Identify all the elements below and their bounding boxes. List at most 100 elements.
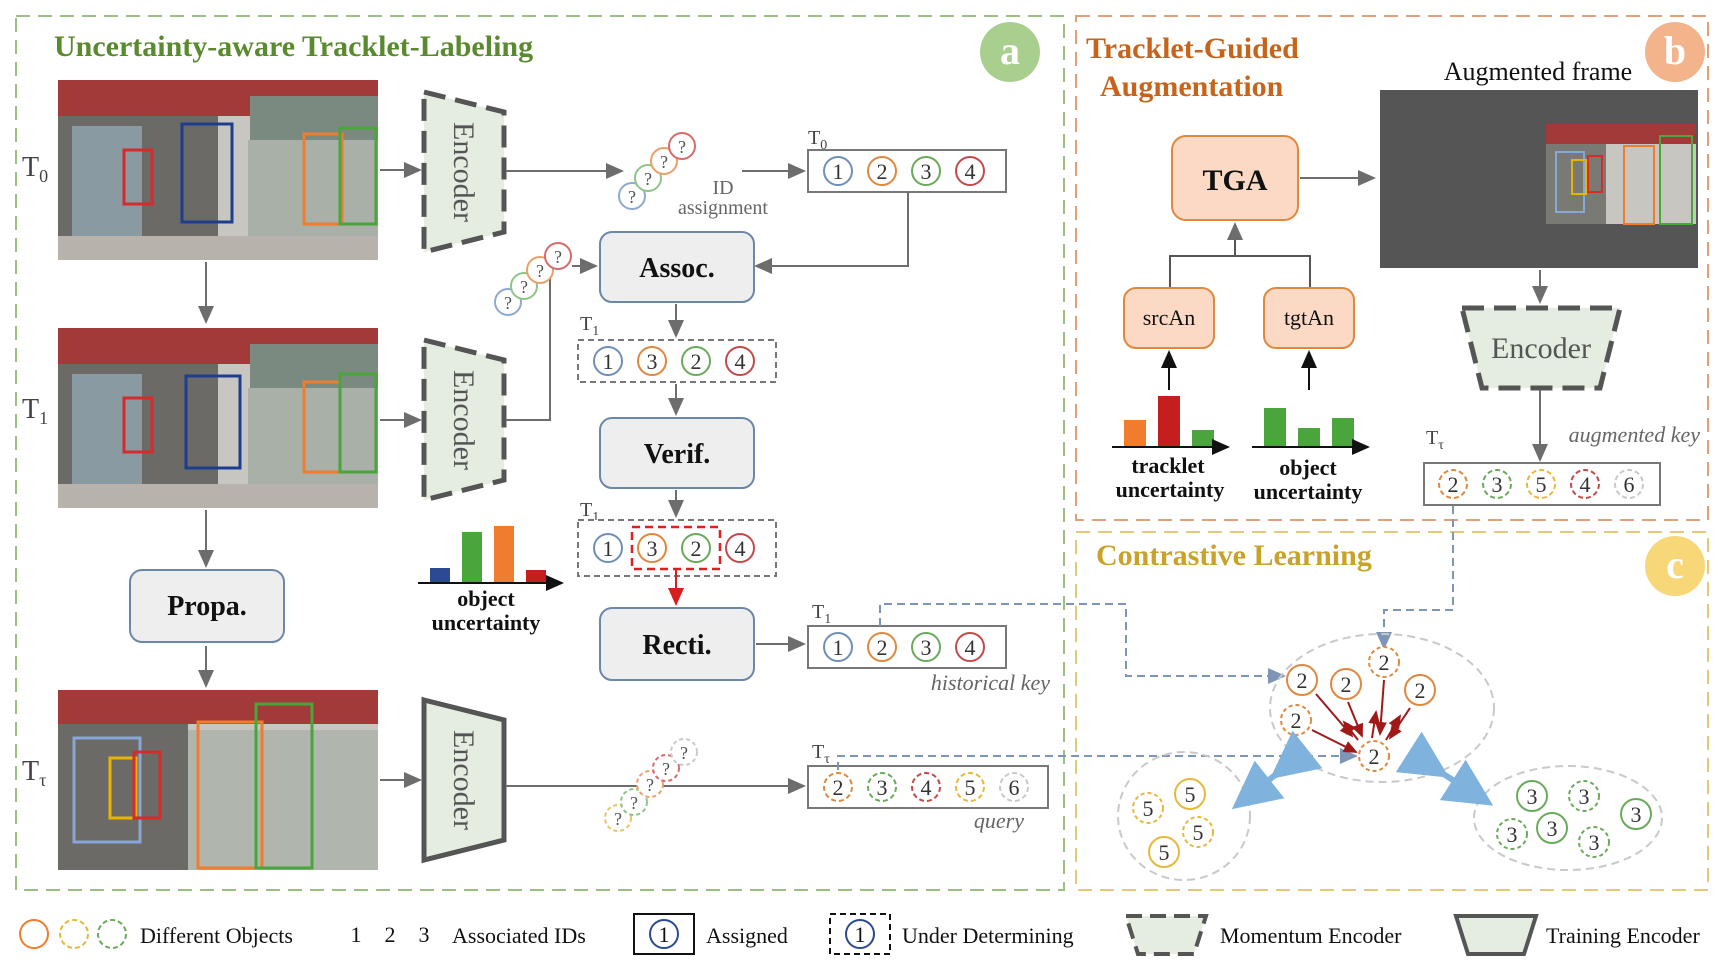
augmented-frame-image	[1380, 90, 1698, 268]
encoder-t0: Encoder	[421, 88, 507, 256]
svg-text:2: 2	[877, 159, 888, 184]
frame-t0	[58, 80, 378, 260]
query-ids: 2 3 4 5 6	[823, 772, 1029, 802]
push-arrows	[1231, 730, 1494, 810]
connector-src-tga	[1169, 255, 1311, 288]
svg-text:?: ?	[554, 247, 562, 267]
frame-label-t1: T1	[22, 394, 48, 428]
panel-c-frame	[1075, 531, 1709, 891]
frame-t1	[58, 328, 378, 508]
unknown-chain-ttau: ? ? ? ? ?	[604, 738, 698, 832]
svg-text:3: 3	[877, 775, 888, 800]
frame-label-ttau: Tτ	[22, 756, 46, 790]
svg-text:4: 4	[735, 536, 746, 561]
svg-text:1: 1	[833, 159, 844, 184]
svg-text:3: 3	[1589, 830, 1600, 855]
cluster-center	[1269, 633, 1495, 783]
svg-text:5: 5	[1193, 820, 1204, 845]
legend-training-encoder: Training Encoder	[1546, 923, 1700, 948]
svg-text:3: 3	[1579, 784, 1590, 809]
legend-associated-ids: Associated IDs	[452, 923, 586, 948]
svg-text:4: 4	[965, 159, 976, 184]
svg-text:4: 4	[965, 635, 976, 660]
svg-text:Encoder: Encoder	[1491, 332, 1591, 365]
legend-assigned: Assigned	[706, 923, 788, 948]
cluster-left-ids: 5 5 5 5	[1132, 778, 1214, 868]
svg-text:?: ?	[662, 759, 670, 779]
badge-c	[1645, 536, 1705, 596]
object-uncertainty-chart-b	[1252, 408, 1370, 455]
badge-b-label: b	[1664, 28, 1686, 73]
link-historical-key	[879, 603, 1286, 684]
id-assignment-line1: ID	[712, 177, 733, 199]
svg-text:1: 1	[603, 349, 614, 374]
svg-text:3: 3	[1547, 816, 1558, 841]
arrow-encoder-t1-out	[506, 260, 551, 421]
propa-label: Propa.	[167, 591, 247, 622]
svg-text:?: ?	[504, 293, 512, 313]
t0-ids: 1 2 3 4	[823, 156, 985, 186]
badge-b	[1645, 22, 1705, 82]
svg-text:4: 4	[735, 349, 746, 374]
panel-b-title-line1: Tracklet-Guided	[1086, 32, 1299, 65]
t0-ids-label: T0	[808, 127, 827, 153]
unknown-chain-t1: ? ? ? ?	[494, 242, 572, 316]
svg-text:2: 2	[385, 922, 396, 947]
svg-text:2: 2	[691, 349, 702, 374]
svg-text:3: 3	[1527, 784, 1538, 809]
svg-text:?: ?	[680, 743, 688, 763]
tga-label: TGA	[1202, 164, 1267, 197]
t1-ids: 1 3 2 4	[593, 346, 755, 376]
id-assignment-line2: assignment	[678, 197, 768, 219]
propa-box	[129, 569, 285, 643]
legend-momentum-encoder: Momentum Encoder	[1220, 923, 1402, 948]
verif-box	[599, 417, 755, 489]
svg-text:?: ?	[644, 169, 652, 189]
tgt-box	[1263, 287, 1355, 349]
svg-text:?: ?	[628, 187, 636, 207]
badge-a-label: a	[1000, 28, 1020, 73]
verif-ids: 1 3 2 4	[593, 533, 755, 563]
svg-text:2: 2	[1341, 672, 1352, 697]
svg-text:?: ?	[678, 137, 686, 157]
verif-ids-label: T1	[580, 499, 599, 525]
svg-text:3: 3	[1631, 802, 1642, 827]
tracklet-uncertainty-line2: uncertainty	[1116, 477, 1225, 502]
panel-c-title: Contrastive Learning	[1096, 539, 1372, 572]
badge-a	[980, 22, 1040, 82]
augmented-key-label: augmented key	[1569, 422, 1701, 447]
object-uncertainty-b-line1: object	[1279, 455, 1337, 480]
key-ids-label: Tτ	[1426, 427, 1444, 453]
legend-different-objects: Different Objects	[140, 923, 293, 948]
arrow-t0ids-assoc	[754, 192, 909, 274]
link-augmented-key	[1376, 506, 1454, 650]
assoc-box	[599, 231, 755, 303]
svg-text:?: ?	[660, 152, 668, 172]
svg-text:5: 5	[1536, 472, 1547, 497]
unknown-chain-t0: ? ? ? ?	[618, 132, 696, 210]
cluster-right-ids: 3 3 3 3 3 3	[1496, 780, 1652, 858]
svg-text:5: 5	[965, 775, 976, 800]
svg-text:?: ?	[646, 775, 654, 795]
svg-text:Encoder: Encoder	[447, 122, 480, 222]
panel-a-frame	[15, 15, 1065, 891]
cluster-left	[1117, 751, 1251, 881]
tgt-label: tgtAn	[1284, 305, 1334, 330]
historical-key-label: historical key	[931, 670, 1050, 695]
query-ids-label: Tτ	[812, 741, 830, 767]
svg-text:1: 1	[833, 635, 844, 660]
svg-text:2: 2	[691, 536, 702, 561]
recti-ids-label: T1	[812, 601, 831, 627]
svg-text:1: 1	[855, 922, 866, 947]
svg-text:2: 2	[1379, 650, 1390, 675]
frame-label-t0: T0	[22, 152, 48, 186]
encoder-ttau: Encoder	[421, 696, 507, 864]
key-ids: 2 3 5 4 6	[1438, 469, 1644, 499]
svg-text:1: 1	[351, 922, 362, 947]
svg-text:Encoder: Encoder	[447, 730, 480, 830]
svg-text:?: ?	[630, 793, 638, 813]
panel-b-title-line2: Augmentation	[1100, 70, 1284, 103]
svg-text:3: 3	[921, 159, 932, 184]
query-label: query	[974, 808, 1024, 833]
svg-text:2: 2	[1415, 678, 1426, 703]
